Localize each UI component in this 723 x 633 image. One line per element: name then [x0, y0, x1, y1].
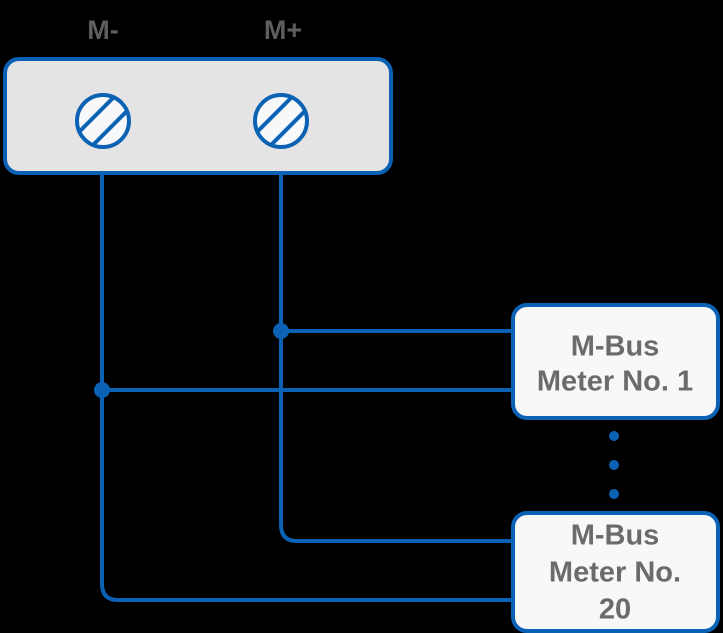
- meter-box-1[interactable]: M-Bus Meter No. 1: [511, 303, 720, 420]
- junction-m-plus-dot: [273, 323, 289, 339]
- terminal-m-minus-hatch: [77, 95, 129, 147]
- meter-box-20-label-line-2: Meter No.: [549, 557, 681, 589]
- terminal-label-m-minus: M-: [87, 15, 118, 45]
- wire-m-plus-trunk: [279, 138, 523, 543]
- terminal-m-minus-circle: [75, 93, 131, 149]
- terminal-m-plus-circle: [253, 93, 309, 149]
- ellipsis-dot-2: [609, 460, 619, 470]
- terminal-m-plus[interactable]: [253, 93, 309, 149]
- meter-box-20-label-line-1: M-Bus: [571, 520, 660, 552]
- meter-box-1-body: [511, 303, 720, 420]
- master-body: [3, 57, 393, 175]
- meter-box-20[interactable]: M-Bus Meter No. 20: [511, 511, 720, 633]
- wire-m-minus-trunk: [100, 138, 523, 602]
- ellipsis-dot-1: [609, 431, 619, 441]
- meter-box-1-label-line-2: Meter No. 1: [537, 366, 693, 398]
- terminal-label-m-plus: M+: [264, 15, 302, 45]
- meter-box-1-label-line-1: M-Bus: [571, 331, 660, 363]
- terminal-m-plus-hatch: [255, 95, 307, 147]
- wiring-layer: [100, 138, 523, 602]
- meter-box-20-body: [511, 511, 720, 633]
- ellipsis-dot-3: [609, 489, 619, 499]
- meters-continuation-ellipsis: [609, 431, 619, 499]
- meter-box-20-label-line-3: 20: [599, 594, 631, 626]
- m-bus-master-device: [3, 57, 393, 175]
- junction-m-minus-dot: [94, 382, 110, 398]
- terminal-m-minus[interactable]: [75, 93, 131, 149]
